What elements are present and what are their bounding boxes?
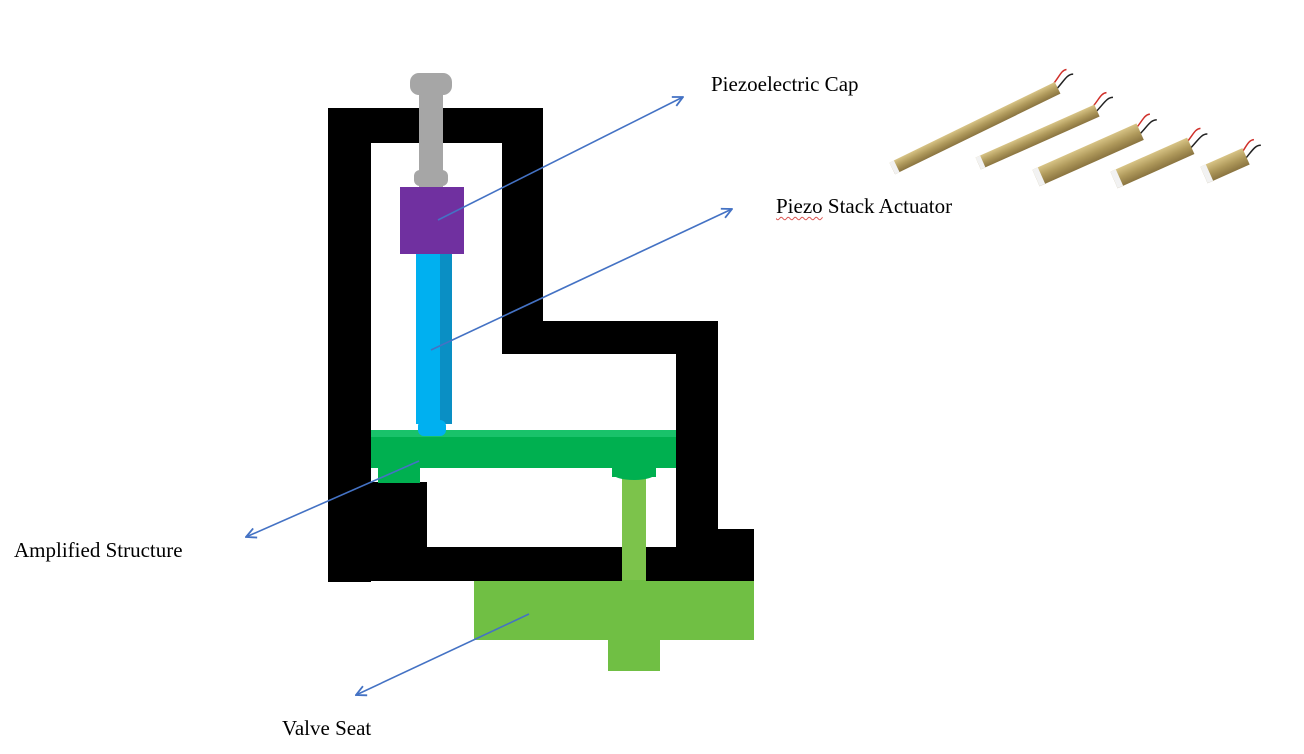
arrow-valve-seat — [356, 613, 530, 695]
label-piezo-stack-word: Piezo — [776, 194, 823, 218]
label-amplified-structure: Amplified Structure — [14, 538, 183, 562]
piezoelectric-cap — [400, 187, 464, 254]
valve-seat — [474, 578, 754, 671]
actuator-5 — [1200, 138, 1261, 184]
label-piezo-stack-actuator: Piezo Stack Actuator — [776, 196, 952, 217]
leader-arrows — [246, 97, 732, 695]
actuator-3 — [1032, 113, 1157, 187]
label-valve-seat: Valve Seat — [282, 716, 372, 740]
amplified-beam — [371, 430, 676, 483]
amplification-frame — [328, 108, 754, 582]
label-piezo-stack-rest: Stack Actuator — [822, 194, 953, 218]
valve-seat-body — [474, 578, 754, 640]
piezo-actuators-photo — [889, 68, 1261, 189]
actuator-2 — [975, 91, 1114, 170]
label-piezoelectric-cap: Piezoelectric Cap — [711, 72, 859, 96]
arrow-piezo-cap — [437, 97, 683, 221]
valve-seat-outlet — [608, 638, 660, 671]
actuator-1 — [889, 68, 1074, 175]
arrow-piezo-stack — [430, 209, 732, 351]
adjustment-bolt — [410, 73, 452, 188]
arrow-amplified-structure — [246, 460, 420, 537]
piezo-stack-actuator — [416, 254, 452, 436]
actuator-4 — [1110, 127, 1208, 189]
